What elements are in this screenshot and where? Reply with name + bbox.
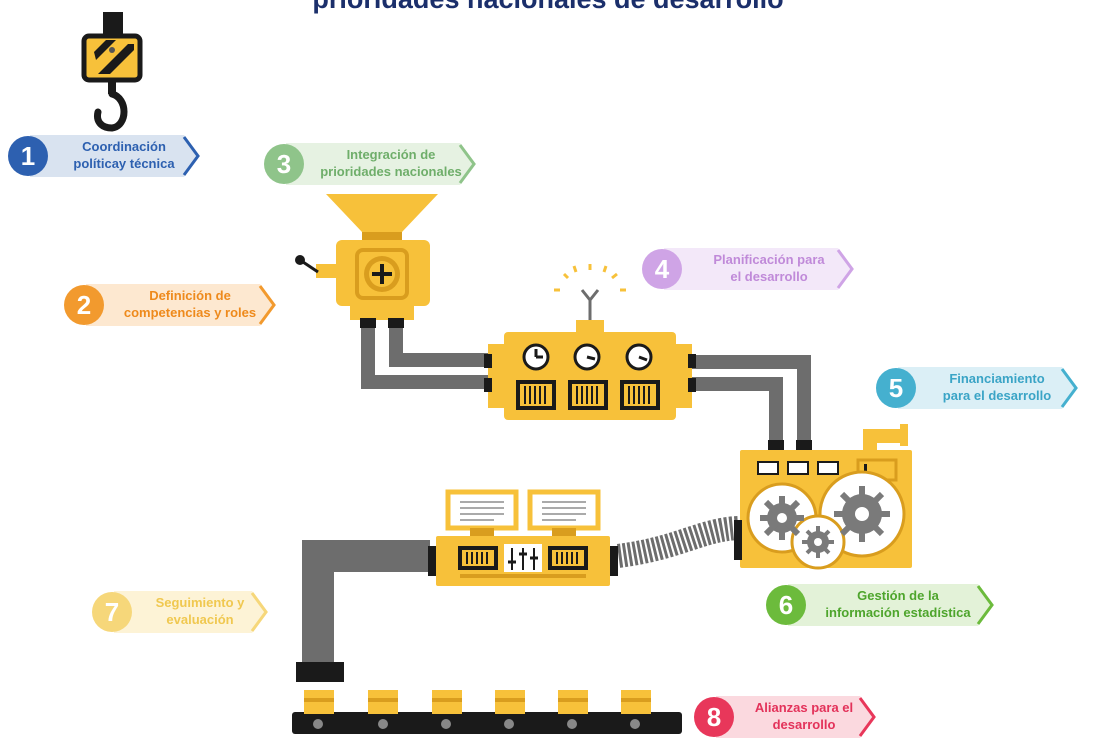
conveyor-belt <box>292 662 682 734</box>
diagram-title: prioridades nacionales de desarrollo <box>0 0 1096 15</box>
chevron-right-icon <box>856 696 876 738</box>
funnel-machine <box>295 194 438 328</box>
chevron-right-icon <box>974 584 994 626</box>
step-3-band <box>286 143 456 185</box>
monitor-machine <box>428 489 618 586</box>
step-6-number: 6 <box>766 585 806 625</box>
crane-hook-icon <box>81 12 143 132</box>
step-6-band <box>788 584 974 626</box>
chevron-right-icon <box>248 591 268 633</box>
dial-machine <box>484 264 696 420</box>
step-8-band <box>716 696 856 738</box>
step-3-number: 3 <box>264 144 304 184</box>
step-2-number: 2 <box>64 285 104 325</box>
gear-machine <box>734 424 912 570</box>
step-4-band <box>664 248 834 290</box>
step-7-band <box>114 591 248 633</box>
chevron-right-icon <box>256 284 276 326</box>
step-5-band <box>898 367 1058 409</box>
step-2-band <box>86 284 256 326</box>
chevron-right-icon <box>834 248 854 290</box>
chevron-right-icon <box>1058 367 1078 409</box>
step-5-number: 5 <box>876 368 916 408</box>
step-1-band <box>30 135 180 177</box>
step-1-number: 1 <box>8 136 48 176</box>
pipes <box>302 326 811 666</box>
step-7-number: 7 <box>92 592 132 632</box>
step-4-number: 4 <box>642 249 682 289</box>
chevron-right-icon <box>456 143 476 185</box>
chevron-right-icon <box>180 135 200 177</box>
step-8-number: 8 <box>694 697 734 737</box>
